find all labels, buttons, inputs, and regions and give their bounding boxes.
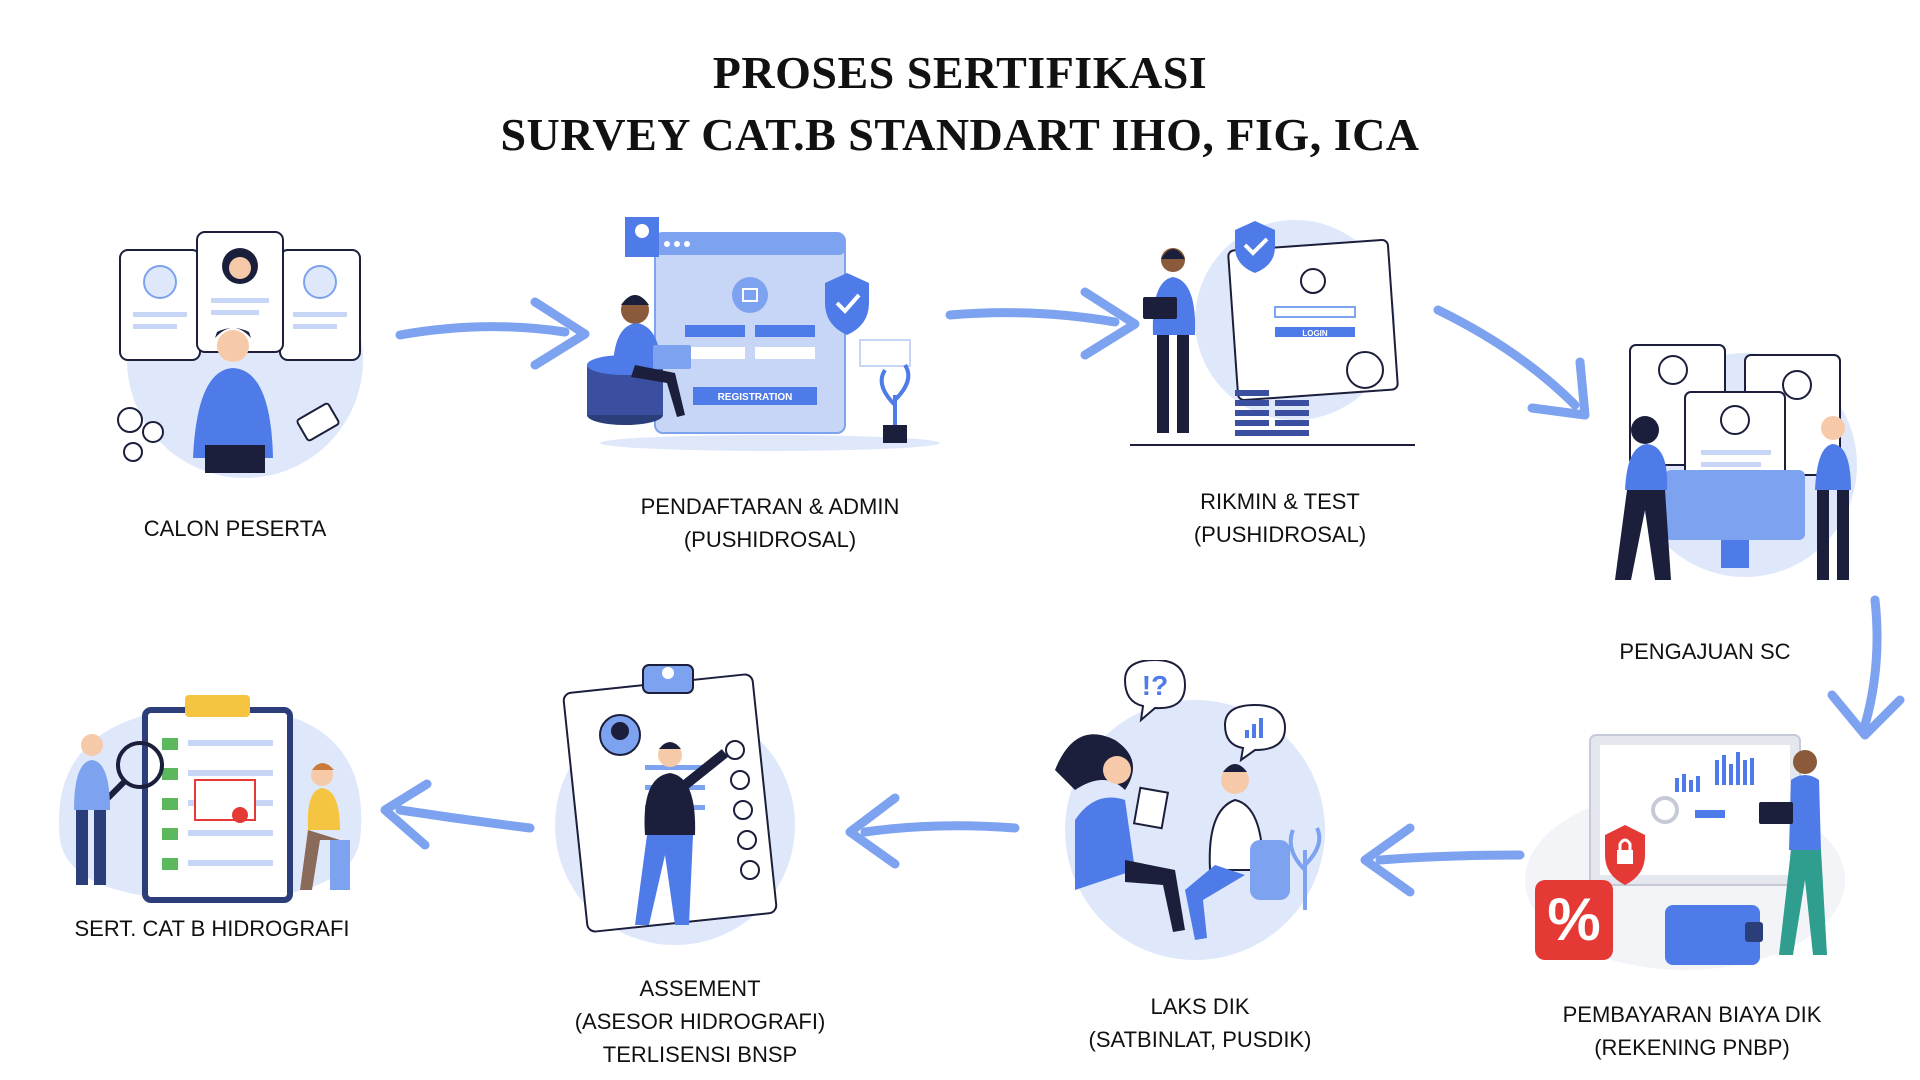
flow-arrow-6-to-7	[845, 793, 1020, 869]
step-label-calon-peserta: CALON PESERTA	[143, 516, 327, 541]
diagram-title-line-1: PROSES SERTIFIKASI	[712, 47, 1208, 98]
step-label-laks-dik: LAKS DIK (SATBINLAT, PUSDIK)	[1088, 994, 1312, 1052]
login-test-icon: LOGIN	[1130, 220, 1415, 446]
percent-sign: %	[1547, 886, 1600, 953]
flow-arrow-3-to-4	[1433, 305, 1590, 420]
step-label-rikmin: RIKMIN & TEST (PUSHIDROSAL)	[1193, 489, 1367, 547]
login-button-text: LOGIN	[1302, 329, 1328, 338]
flow-arrow-1-to-2	[395, 297, 590, 370]
registration-icon: REGISTRATION	[587, 217, 940, 451]
question-bubble-text: !?	[1142, 670, 1168, 701]
certificate-clipboard-icon	[58, 695, 362, 903]
assessment-clipboard-icon	[555, 664, 795, 945]
registration-button-text: REGISTRATION	[718, 392, 793, 403]
step-label-sertifikat: SERT. CAT B HIDROGRAFI	[74, 916, 350, 941]
training-discussion-icon: !?	[1055, 660, 1325, 960]
step-label-pembayaran: PEMBAYARAN BIAYA DIK (REKENING PNBP)	[1562, 1002, 1822, 1060]
step-label-pengajuan: PENGAJUAN SC	[1619, 639, 1791, 664]
candidate-profiles-icon	[117, 231, 363, 478]
flow-arrow-7-to-8	[380, 779, 535, 850]
step-label-assement: ASSEMENT (ASESOR HIDROGRAFI) TERLISENSI …	[574, 976, 826, 1067]
diagram-title-line-2: SURVEY CAT.B STANDART IHO, FIG, ICA	[500, 109, 1420, 160]
flow-arrow-5-to-6	[1360, 823, 1525, 897]
step-label-pendaftaran: PENDAFTARAN & ADMIN (PUSHIDROSAL)	[640, 494, 900, 552]
flow-arrow-2-to-3	[945, 287, 1140, 360]
submission-icon	[1615, 344, 1857, 580]
flow-arrow-4-to-5	[1827, 595, 1905, 740]
payment-icon: %	[1525, 734, 1845, 970]
